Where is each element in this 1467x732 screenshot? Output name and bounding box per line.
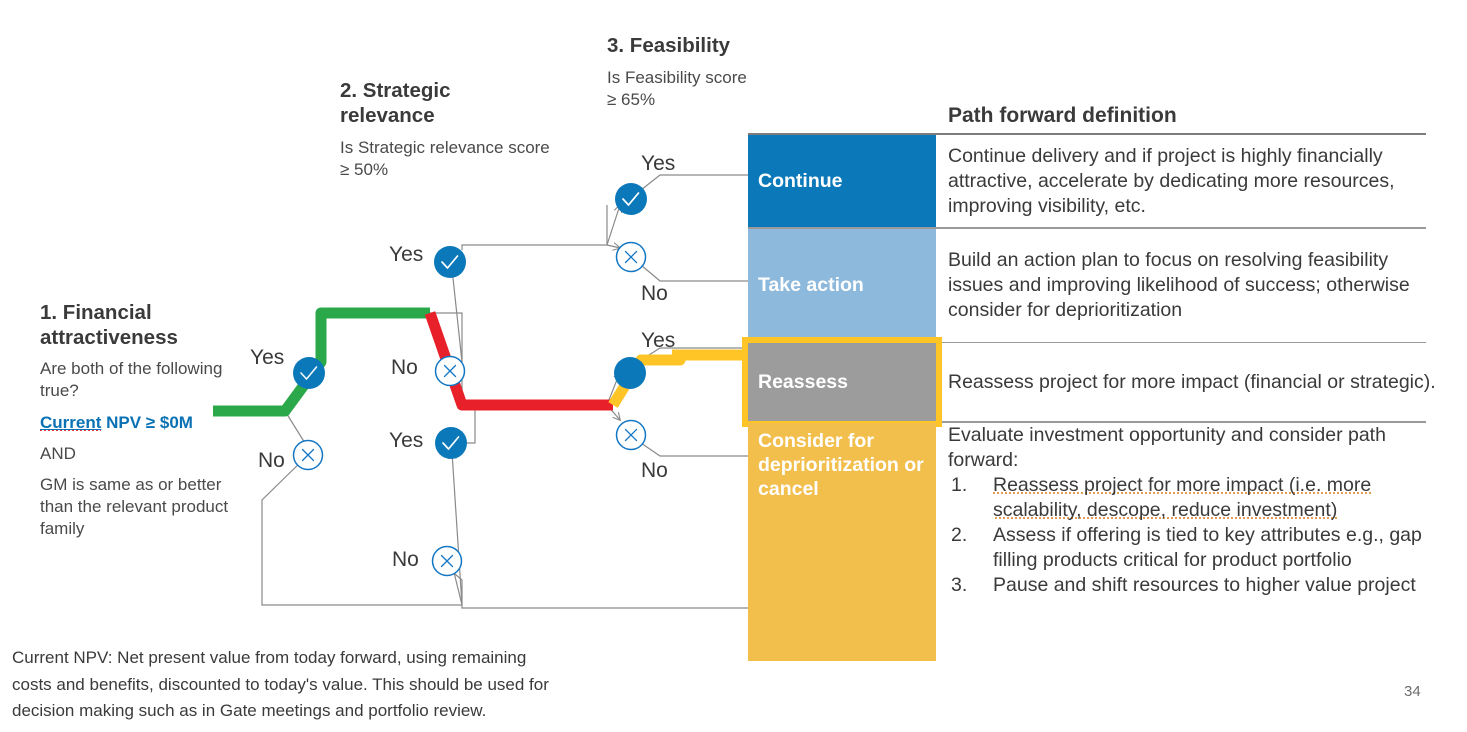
- consider-intro: Evaluate investment opportunity and cons…: [948, 423, 1386, 471]
- path-highlight-red: [424, 311, 613, 411]
- path-description-reassess: Reassess project for more impact (financ…: [948, 370, 1436, 393]
- stage-3-title: 3. Feasibility: [607, 34, 731, 57]
- branch-label-stage2-bot-yes: Yes: [389, 429, 424, 452]
- check-circle-icon: [293, 357, 325, 389]
- stage-2-block: 2. Strategic relevance Is Strategic rele…: [340, 78, 555, 181]
- branch-label-stage1-no: No: [258, 449, 285, 472]
- list-item: Pause and shift resources to higher valu…: [951, 573, 1416, 598]
- path-highlight-yellow: [608, 350, 686, 408]
- branch-label-stage3a-yes: Yes: [641, 152, 676, 175]
- path-description-take-action: Build an action plan to focus on resolvi…: [948, 248, 1410, 321]
- branch-label-stage2-top-yes: Yes: [389, 243, 424, 266]
- x-circle-icon: [434, 355, 466, 387]
- status-badge-take-action: Take action: [748, 228, 936, 342]
- footnote: Current NPV: Net present value from toda…: [12, 648, 549, 720]
- check-circle-icon: [614, 357, 646, 389]
- branch-label-stage2-bot-no: No: [392, 548, 419, 571]
- branch-label-stage3a-no: No: [641, 282, 668, 305]
- check-circle-icon: [615, 183, 647, 215]
- path-row-reassess[interactable]: Reassess Reassess project for more impac…: [742, 337, 1448, 427]
- x-circle-icon: [431, 545, 463, 577]
- path-row-continue[interactable]: Continue Continue delivery and if projec…: [748, 135, 1448, 227]
- row-divider: [748, 341, 1426, 343]
- path-description-consider: Evaluate investment opportunity and cons…: [936, 423, 1448, 661]
- stage-3-block: 3. Feasibility Is Feasibility score ≥ 65…: [607, 33, 757, 111]
- stage-1-criterion-2: GM is same as or better than the relevan…: [40, 475, 229, 538]
- check-circle-icon: [435, 427, 467, 459]
- branch-label-stage1-yes: Yes: [250, 346, 285, 369]
- stage-2-title: 2. Strategic relevance: [340, 79, 451, 127]
- stage-1-title: 1. Financial attractiveness: [40, 301, 178, 349]
- branch-label-stage2-top-no: No: [391, 356, 418, 379]
- panel-title: Path forward definition: [948, 104, 1177, 127]
- path-row-take-action[interactable]: Take action Build an action plan to focu…: [748, 228, 1448, 342]
- path-forward-panel: Path forward definition Continue Continu…: [742, 103, 1448, 661]
- x-circle-icon: [615, 419, 647, 451]
- stage-1-conjunction: AND: [40, 444, 76, 463]
- stage-1-criterion-1: Current NPV ≥ $0M: [40, 412, 240, 434]
- check-circle-icon: [434, 246, 466, 278]
- consider-steps: Reassess project for more impact (i.e. m…: [948, 473, 1448, 598]
- current-npv-link[interactable]: Current: [40, 413, 102, 432]
- status-badge-reassess: Reassess: [748, 343, 936, 421]
- panel-top-rule: [748, 133, 1426, 135]
- list-item: Reassess project for more impact (i.e. m…: [951, 473, 1372, 521]
- stage-2-question: Is Strategic relevance score ≥ 50%: [340, 138, 550, 179]
- branch-label-stage3b-yes: Yes: [641, 329, 676, 352]
- stage-3-question: Is Feasibility score ≥ 65%: [607, 68, 747, 109]
- row-divider: [748, 227, 1426, 229]
- row-divider: [748, 421, 1426, 423]
- list-item: Assess if offering is tied to key attrib…: [951, 523, 1422, 571]
- page-number: 34: [1404, 683, 1421, 700]
- x-circle-icon: [292, 439, 324, 471]
- x-circle-icon: [615, 241, 647, 273]
- path-row-consider[interactable]: Consider for deprioritization or cancel …: [748, 422, 1448, 661]
- status-badge-consider: Consider for deprioritization or cancel: [748, 422, 936, 661]
- branch-label-stage3b-no: No: [641, 459, 668, 482]
- stage-1-block: 1. Financial attractiveness Are both of …: [40, 300, 240, 540]
- path-description-continue: Continue delivery and if project is high…: [948, 144, 1395, 217]
- criterion-rest: NPV ≥ $0M: [101, 413, 193, 432]
- status-badge-continue: Continue: [748, 135, 936, 227]
- stage-1-question: Are both of the following true?: [40, 359, 223, 400]
